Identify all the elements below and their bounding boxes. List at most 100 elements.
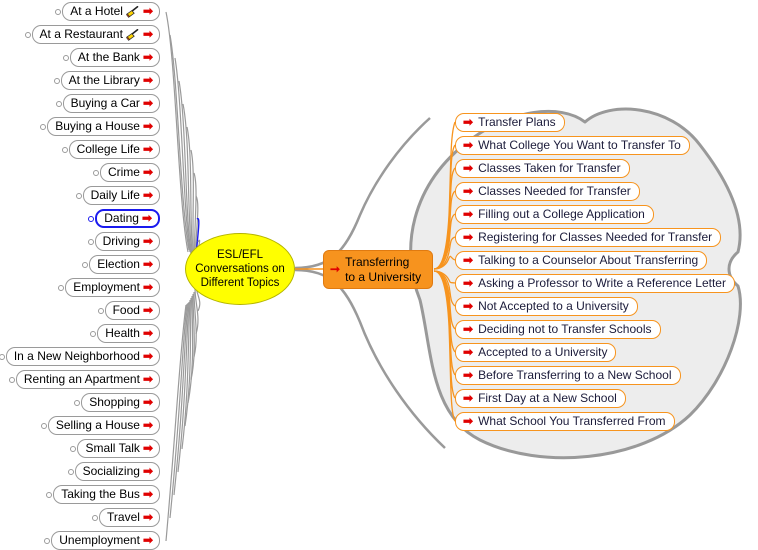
branch-handle[interactable] — [97, 308, 104, 314]
subtopic-before-transferring-to-a-new-school[interactable]: ➡Before Transferring to a New School — [455, 366, 681, 385]
subtopic-label: Asking a Professor to Write a Reference … — [478, 276, 726, 290]
arrow-right-icon: ➡ — [142, 118, 153, 133]
left-branch-label: Buying a House — [55, 119, 140, 133]
left-branch-label: Daily Life — [90, 188, 140, 202]
branch-handle[interactable] — [40, 124, 47, 130]
branch-handle[interactable] — [90, 331, 97, 337]
arrow-right-icon: ➡ — [142, 371, 153, 386]
arrow-right-icon: ➡ — [463, 252, 474, 267]
branch-handle[interactable] — [58, 285, 65, 291]
left-branch-buying-a-house[interactable]: Buying a House➡ — [47, 117, 160, 136]
left-branch-label: Dating — [104, 211, 139, 225]
left-branch-renting-an-apartment[interactable]: Renting an Apartment➡ — [15, 370, 160, 389]
branch-handle[interactable] — [70, 446, 77, 452]
central-topic-line1: ESL/EFL — [216, 249, 264, 261]
subtopic-first-day-at-a-new-school[interactable]: ➡First Day at a New School — [455, 389, 626, 408]
left-branch-health[interactable]: Health➡ — [97, 324, 160, 343]
left-branch-buying-a-car[interactable]: Buying a Car➡ — [62, 94, 160, 113]
left-branch-election[interactable]: Election➡ — [89, 255, 160, 274]
branch-handle[interactable] — [92, 170, 99, 176]
branch-handle[interactable] — [92, 515, 99, 521]
subtopic-deciding-not-to-transfer-schools[interactable]: ➡Deciding not to Transfer Schools — [455, 320, 661, 339]
subtopic-label: Classes Taken for Transfer — [478, 161, 621, 175]
left-branch-at-a-hotel[interactable]: At a Hotel➡ — [62, 2, 160, 21]
arrow-right-icon: ➡ — [463, 298, 474, 313]
subtopic-label: Talking to a Counselor About Transferrin… — [478, 253, 699, 267]
left-branch-label: Driving — [102, 234, 140, 248]
left-branch-socializing[interactable]: Socializing➡ — [74, 462, 160, 481]
right-leaf-lines — [433, 121, 456, 422]
left-branch-crime[interactable]: Crime➡ — [99, 163, 160, 182]
subtopic-accepted-to-a-university[interactable]: ➡Accepted to a University — [455, 343, 617, 362]
branch-handle[interactable] — [55, 9, 62, 15]
branch-handle[interactable] — [0, 354, 5, 360]
left-branch-unemployment[interactable]: Unemployment➡ — [51, 531, 160, 550]
branch-handle[interactable] — [62, 55, 69, 61]
left-branch-employment[interactable]: Employment➡ — [65, 278, 160, 297]
arrow-right-icon: ➡ — [463, 344, 474, 359]
arrow-right-icon: ➡ — [142, 3, 153, 18]
left-branch-selling-a-house[interactable]: Selling a House➡ — [47, 416, 160, 435]
main-topic-transferring-to-a-university[interactable]: ➞ Transferring to a University — [323, 250, 433, 289]
subtopic-registering-for-classes-needed-for-transfer[interactable]: ➡Registering for Classes Needed for Tran… — [455, 228, 722, 247]
subtopic-talking-to-a-counselor-about-transferring[interactable]: ➡ Talking to a Counselor About Transferri… — [455, 251, 708, 270]
arrow-right-icon: ➡ — [463, 275, 474, 290]
left-branch-label: Employment — [73, 280, 140, 294]
subtopic-not-accepted-to-a-university[interactable]: ➡Not Accepted to a University — [455, 297, 638, 316]
left-branch-in-a-new-neighborhood[interactable]: In a New Neighborhood➡ — [5, 347, 160, 366]
left-branch-shopping[interactable]: Shopping➡ — [81, 393, 160, 412]
branch-handle[interactable] — [8, 377, 15, 383]
subtopic-label: Classes Needed for Transfer — [478, 184, 631, 198]
left-branch-daily-life[interactable]: Daily Life➡ — [82, 186, 160, 205]
arrow-right-icon: ➡ — [142, 440, 153, 455]
arrow-right-icon: ➡ — [142, 256, 153, 271]
branch-handle[interactable] — [82, 262, 89, 268]
branch-handle[interactable] — [24, 32, 31, 38]
subtopic-label: What School You Transferred From — [478, 414, 666, 428]
left-branch-label: Taking the Bus — [61, 487, 140, 501]
subtopic-what-school-you-transferred-from[interactable]: ➡What School You Transferred From — [455, 412, 675, 431]
arrow-right-icon: ➡ — [463, 367, 474, 382]
arrow-right-icon: ➡ — [141, 210, 152, 225]
left-branch-college-life[interactable]: College Life➡ — [68, 140, 160, 159]
left-branch-driving[interactable]: Driving➡ — [94, 232, 160, 251]
left-branch-travel[interactable]: Travel➡ — [99, 508, 160, 527]
arrow-right-icon: ➡ — [142, 417, 153, 432]
left-branch-label: College Life — [76, 142, 140, 156]
branch-handle[interactable] — [44, 538, 51, 544]
arrow-right-icon: ➡ — [463, 390, 474, 405]
subtopic-classes-needed-for-transfer[interactable]: ➡Classes Needed for Transfer — [455, 182, 640, 201]
left-branch-at-the-library[interactable]: At the Library➡ — [60, 71, 160, 90]
left-branch-small-talk[interactable]: Small Talk➡ — [77, 439, 160, 458]
branch-handle[interactable] — [40, 423, 47, 429]
branch-handle[interactable] — [46, 492, 53, 498]
subtopic-what-college-you-want-to-transfer-to[interactable]: ➡ What College You Want to Transfer To — [455, 136, 690, 155]
arrow-right-icon: ➡ — [142, 164, 153, 179]
arrow-right-icon: ➡ — [142, 279, 153, 294]
left-branch-label: Small Talk — [85, 441, 140, 455]
branch-handle[interactable] — [74, 400, 81, 406]
subtopic-label: What College You Want to Transfer To — [478, 138, 681, 152]
subtopic-asking-a-professor-to-write-a-reference-letter[interactable]: ➡ Asking a Professor to Write a Reference… — [455, 274, 735, 293]
left-branch-label: Travel — [107, 510, 140, 524]
main-topic-line1: Transferring — [345, 254, 410, 269]
left-branch-at-the-bank[interactable]: At the Bank➡ — [69, 48, 160, 67]
left-branch-dating[interactable]: Dating➡ — [95, 209, 160, 228]
branch-handle[interactable] — [75, 193, 82, 199]
branch-handle[interactable] — [67, 469, 74, 475]
left-branch-food[interactable]: Food➡ — [104, 301, 160, 320]
branch-handle[interactable] — [61, 147, 68, 153]
branch-handle[interactable] — [88, 216, 95, 222]
subtopic-classes-taken-for-transfer[interactable]: ➡Classes Taken for Transfer — [455, 159, 630, 178]
left-branch-at-a-restaurant[interactable]: At a Restaurant➡ — [31, 25, 160, 44]
arrow-right-icon: ➡ — [142, 486, 153, 501]
left-branch-label: Selling a House — [55, 418, 140, 432]
arrow-right-icon: ➡ — [463, 137, 474, 152]
subtopic-transfer-plans[interactable]: ➡Transfer Plans — [455, 113, 565, 132]
central-topic[interactable]: ESL/EFL Conversations on Different Topic… — [185, 233, 295, 305]
left-branch-taking-the-bus[interactable]: Taking the Bus➡ — [53, 485, 160, 504]
subtopic-filling-out-a-college-application[interactable]: ➡Filling out a College Application — [455, 205, 654, 224]
branch-handle[interactable] — [53, 78, 60, 84]
branch-handle[interactable] — [87, 239, 94, 245]
branch-handle[interactable] — [55, 101, 62, 107]
